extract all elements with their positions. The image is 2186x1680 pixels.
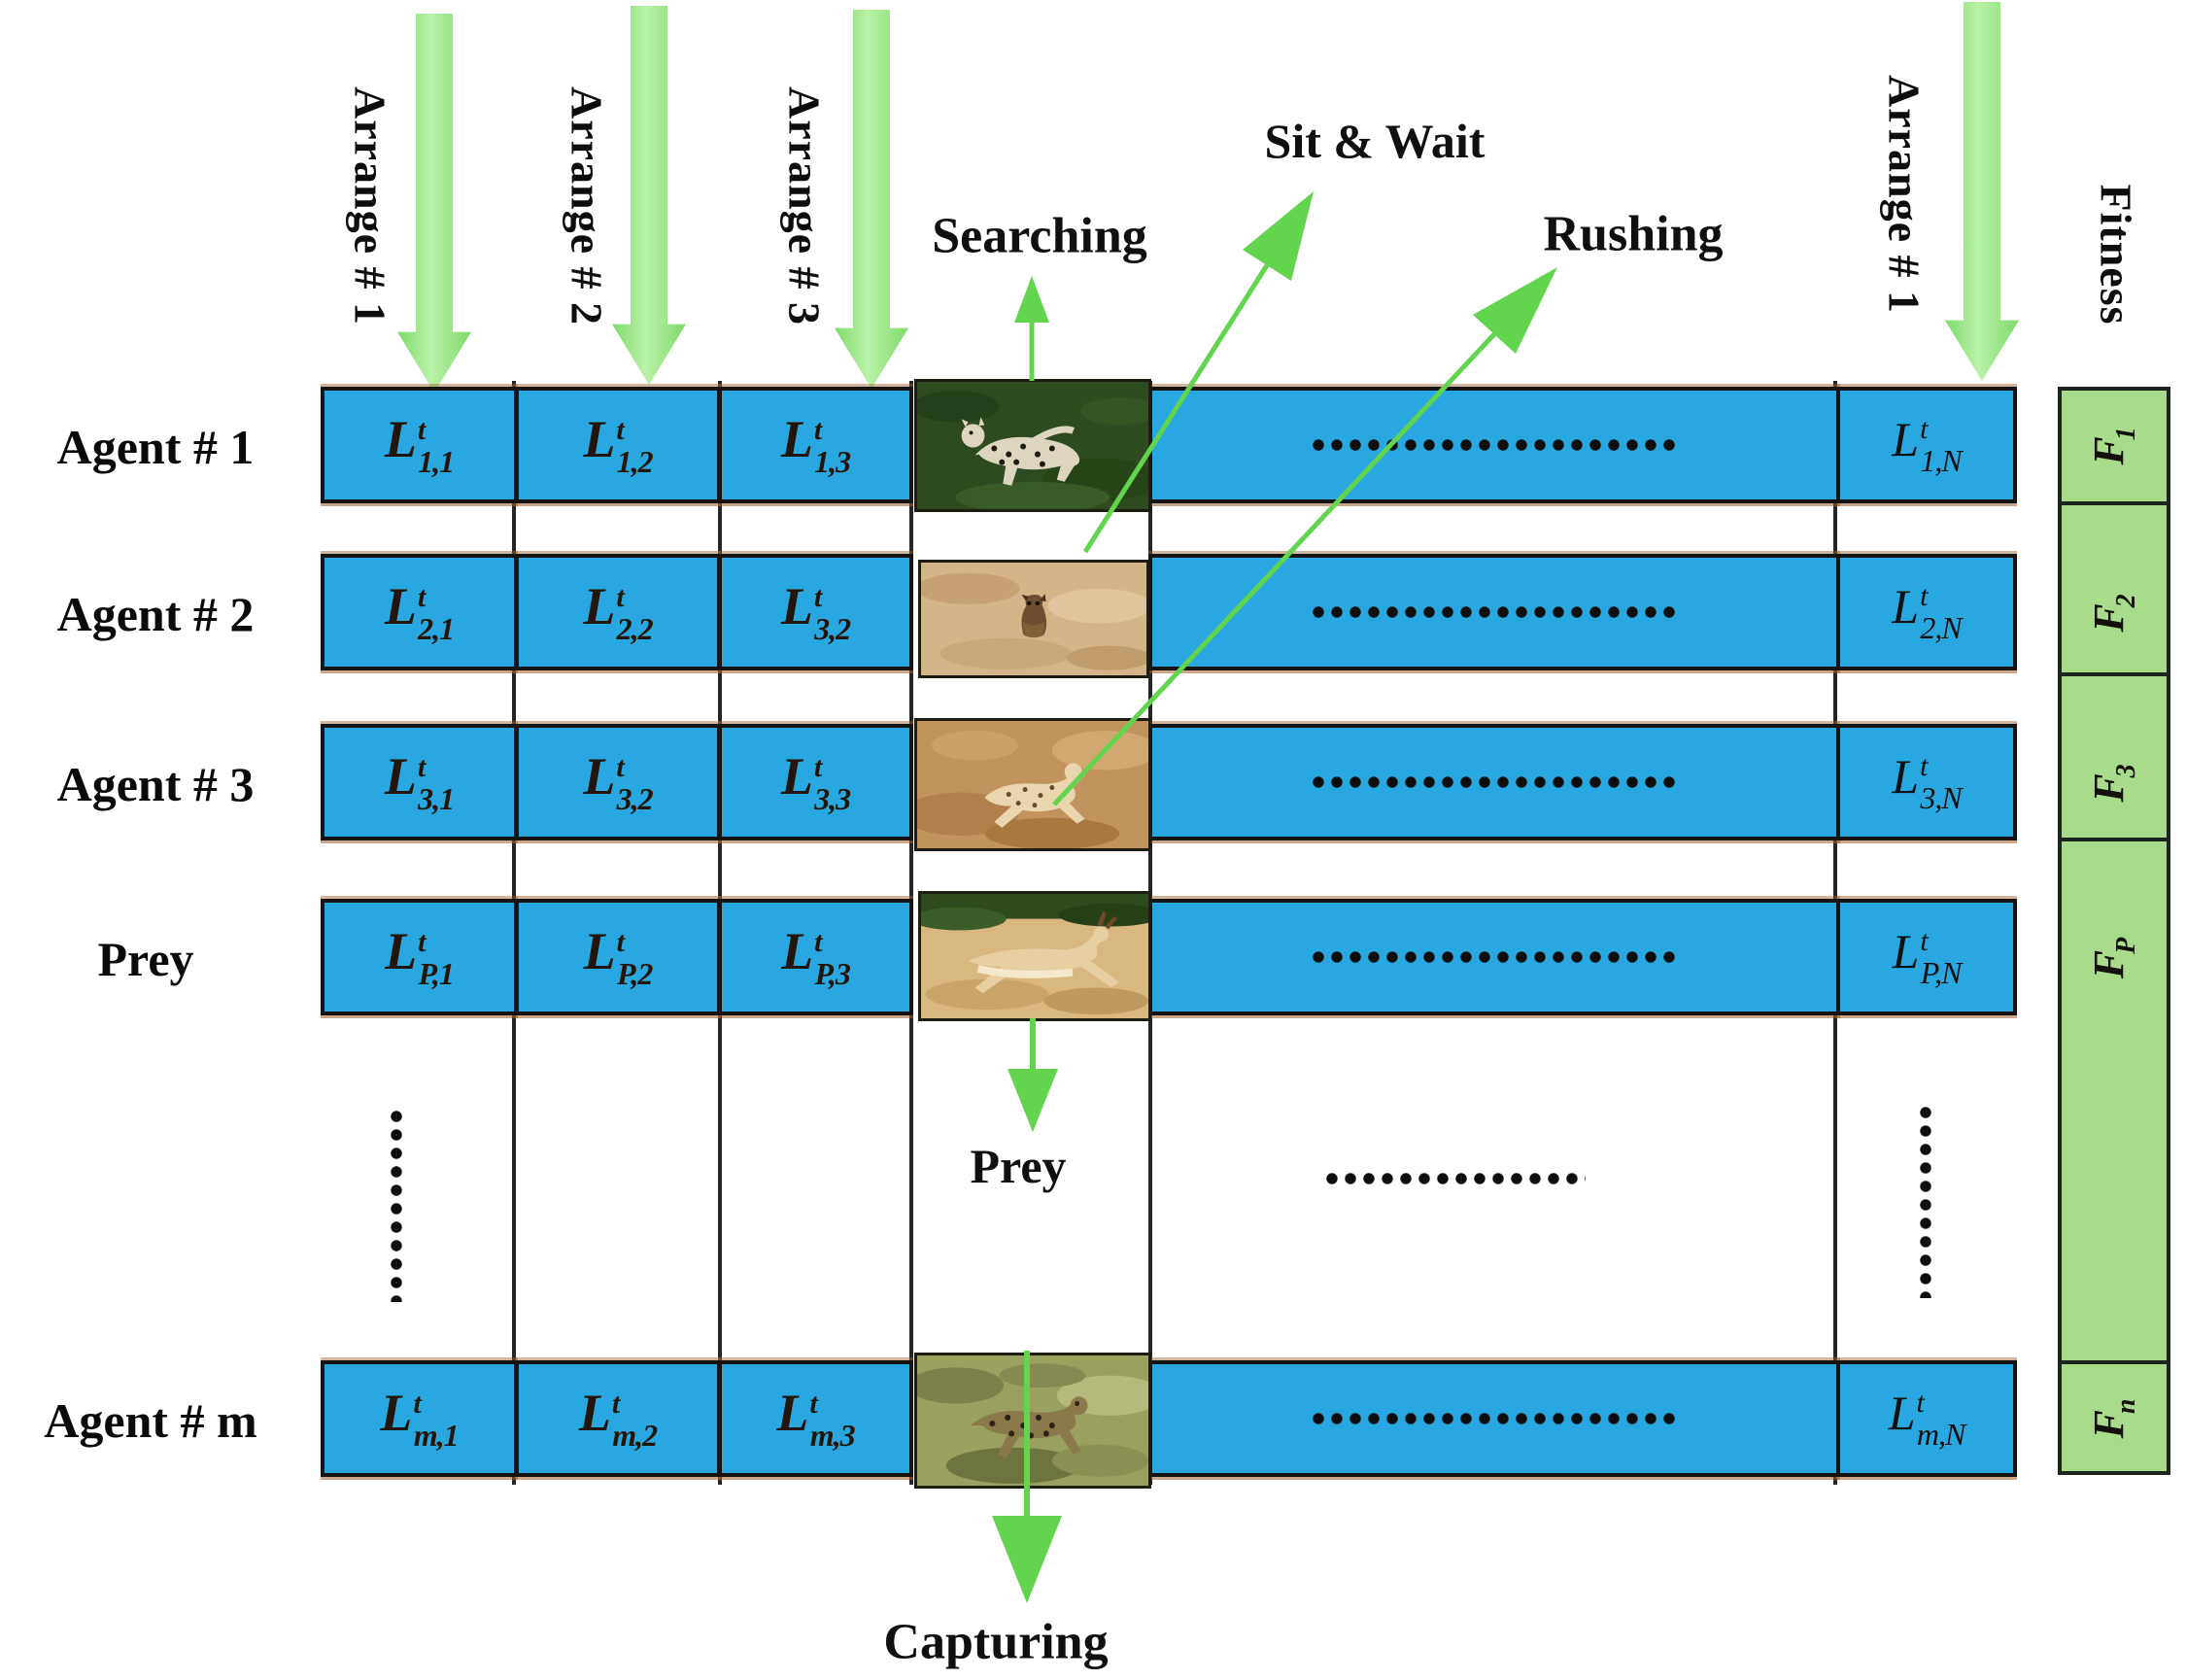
cell-l-P-3: LtP,3 [718, 899, 913, 1015]
header-arrange-3: Arrange # 3 [779, 86, 830, 326]
cell-ellipsis-row-m [1148, 1360, 1840, 1477]
fitness-cell-n [2058, 1360, 2170, 1475]
arrange-arrow-2-icon [612, 6, 686, 385]
cell-l-m-3: Ltm,3 [718, 1360, 913, 1477]
fitness-cell-P [2058, 838, 2170, 1364]
cell-l-2-1: Lt2,1 [321, 554, 518, 670]
cell-l-3-2: Lt3,2 [515, 724, 721, 840]
searching-label: Searching [932, 208, 1147, 264]
cell-l-P-N: LtP,N [1836, 899, 2017, 1015]
fitness-cell-3 [2058, 672, 2170, 841]
capturing-label: Capturing [883, 1614, 1109, 1670]
arrange-arrow-1-icon [397, 14, 471, 393]
cell-ellipsis-row-3 [1148, 724, 1840, 840]
rushing-label: Rushing [1543, 206, 1724, 262]
cell-l-P-2: LtP,2 [515, 899, 721, 1015]
row-label-agent-3: Agent # 3 [56, 757, 255, 811]
arrange-arrow-3-icon [835, 10, 908, 389]
vertical-ellipsis-right [1919, 1104, 1932, 1298]
row-label-prey: Prey [97, 932, 194, 986]
cell-l-P-1: LtP,1 [321, 899, 518, 1015]
fitness-value-P: FP [2085, 937, 2141, 979]
fitness-value-n: Fn [2085, 1398, 2141, 1439]
row-ellipsis-dots [1310, 438, 1679, 452]
cell-l-m-N: Ltm,N [1836, 1360, 2017, 1477]
cell-l-2-3: Lt3,2 [718, 554, 913, 670]
cell-ellipsis-row-prey [1148, 899, 1840, 1015]
cell-l-2-N: Lt2,N [1836, 554, 2017, 670]
cell-l-2-2: Lt2,2 [515, 554, 721, 670]
row-label-agent-2: Agent # 2 [56, 587, 255, 641]
cell-ellipsis-row-1 [1148, 387, 1840, 503]
row-label-agent-1: Agent # 1 [56, 420, 255, 474]
header-fitness: Fitness [2091, 184, 2141, 326]
cheetah-capturing-image [914, 1353, 1151, 1489]
searching-arrow-icon [1014, 276, 1049, 381]
fitness-cell-2 [2058, 501, 2170, 676]
cell-l-1-1: Lt1,1 [321, 387, 518, 503]
row-ellipsis-dots [1310, 775, 1679, 789]
fitness-value-1: F1 [2085, 427, 2141, 465]
cell-l-1-N: Lt1,N [1836, 387, 2017, 503]
row-ellipsis-dots [1310, 950, 1679, 964]
cell-l-m-2: Ltm,2 [515, 1360, 721, 1477]
row-ellipsis-dots [1310, 605, 1679, 619]
arrange-arrow-n-icon [1945, 2, 2019, 381]
cheetah-sit-and-wait-image [918, 560, 1149, 678]
gap-ellipsis-dots [1323, 1172, 1586, 1185]
fitness-value-3: F3 [2085, 764, 2141, 803]
header-arrange-n: Arrange # 1 [1879, 74, 1930, 315]
cell-l-1-2: Lt1,2 [515, 387, 721, 503]
cell-l-3-N: Lt3,N [1836, 724, 2017, 840]
header-arrange-1: Arrange # 1 [345, 86, 395, 326]
cell-l-3-3: Lt3,3 [718, 724, 913, 840]
cell-ellipsis-row-2 [1148, 554, 1840, 670]
prey-down-arrow-icon [1008, 1018, 1058, 1132]
cell-l-m-1: Ltm,1 [321, 1360, 518, 1477]
cheetah-rushing-image [914, 718, 1151, 851]
cell-l-1-3: Lt1,3 [718, 387, 913, 503]
gazelle-leaping-image [918, 891, 1151, 1021]
row-label-agent-m: Agent # m [44, 1393, 257, 1448]
cheetah-searching-image [914, 379, 1151, 512]
sit-and-wait-label: Sit & Wait [1264, 114, 1486, 168]
vertical-ellipsis-left [390, 1108, 403, 1302]
fitness-value-2: F2 [2085, 594, 2141, 633]
row-ellipsis-dots [1310, 1412, 1679, 1425]
header-arrange-2: Arrange # 2 [562, 86, 612, 326]
prey-gap-label: Prey [970, 1139, 1067, 1193]
cell-l-3-1: Lt3,1 [321, 724, 518, 840]
